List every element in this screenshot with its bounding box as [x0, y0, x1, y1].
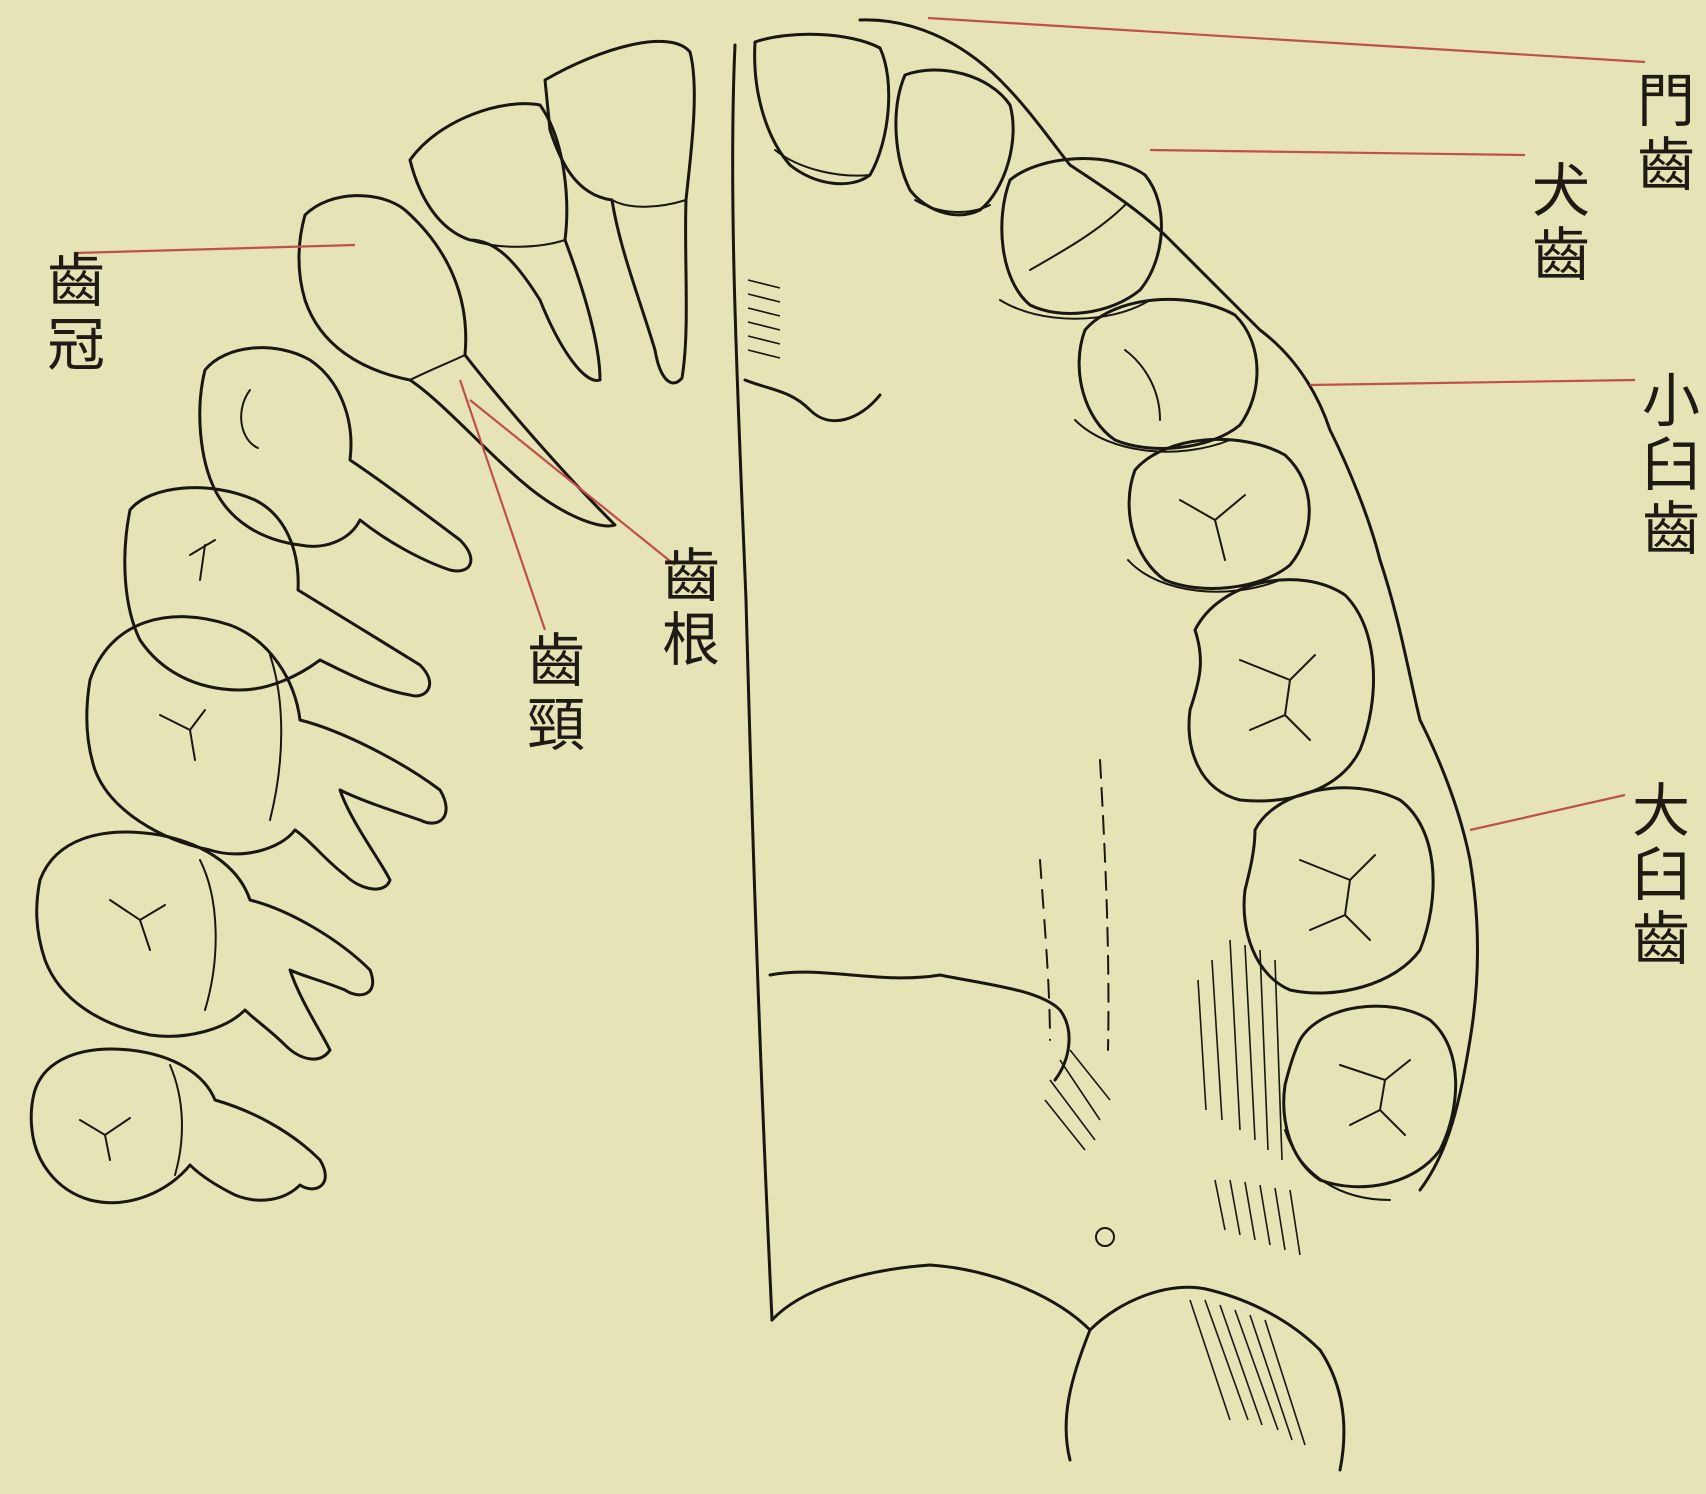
suture	[745, 380, 880, 421]
leader-molars	[1470, 795, 1625, 830]
lateral-incisor-side-view	[410, 104, 600, 381]
label-crown: 齒冠	[30, 250, 100, 420]
molar-side-view-3	[31, 1049, 325, 1203]
palate-rear-edge	[772, 1265, 1320, 1350]
right-side-arch	[745, 20, 1478, 1470]
palatine-suture	[770, 972, 1069, 1080]
label-premolars: 小臼齒	[1625, 370, 1695, 600]
leader-crown	[75, 245, 355, 253]
second-molar	[1244, 788, 1433, 993]
label-neck: 齒頸	[510, 630, 580, 800]
label-canine: 犬齒	[1515, 160, 1585, 330]
third-molar	[1284, 1006, 1456, 1187]
label-root: 齒根	[645, 545, 715, 715]
leader-canine	[1150, 150, 1525, 155]
leader-neck	[460, 380, 545, 630]
gum-outline	[860, 20, 1478, 1190]
leader-incisors	[928, 18, 1645, 62]
first-molar	[1189, 580, 1373, 801]
leader-root	[470, 400, 675, 565]
left-side-teeth	[31, 41, 694, 1202]
central-incisor	[755, 34, 889, 183]
hatching	[748, 280, 1305, 1445]
leader-premolars	[1310, 380, 1635, 385]
midline	[733, 45, 772, 1320]
premolar-side-view-1	[200, 348, 471, 571]
foramen	[1096, 1228, 1114, 1246]
premolar-side-view-2	[125, 488, 430, 696]
lateral-incisor	[896, 70, 1013, 215]
pterygoid-process	[1066, 1330, 1344, 1470]
leader-lines	[75, 18, 1645, 830]
first-premolar	[1079, 299, 1257, 448]
molar-side-view-2	[37, 832, 373, 1059]
second-premolar	[1129, 439, 1309, 588]
molar-side-view-1	[87, 617, 446, 889]
canine	[1002, 159, 1162, 314]
label-molars: 大臼齒	[1615, 780, 1685, 1010]
label-incisors: 門齒	[1620, 70, 1690, 310]
